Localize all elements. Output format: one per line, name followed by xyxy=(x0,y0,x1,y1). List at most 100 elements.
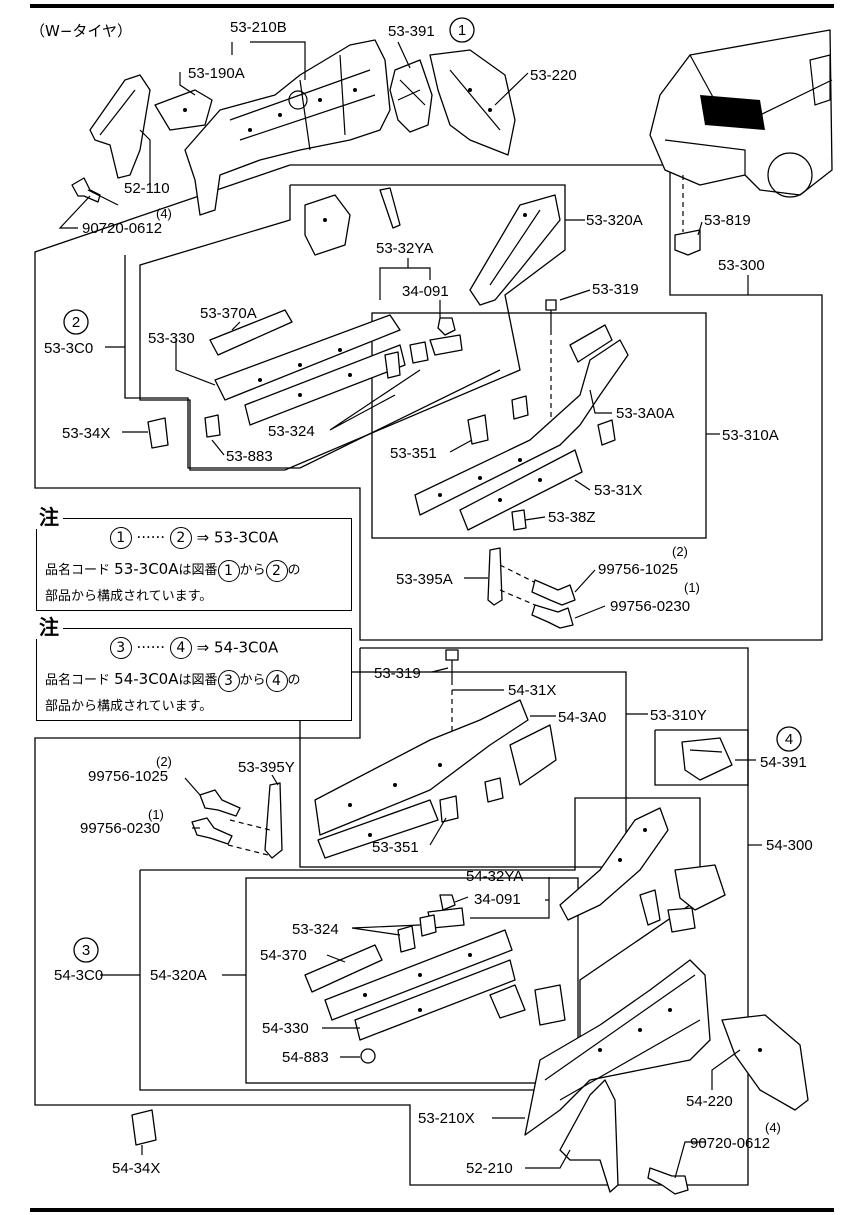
label-54-330: 54-330 xyxy=(262,1020,309,1037)
part-labels: 53-210B 53-190A 53-391 53-220 52-110 (4)… xyxy=(44,19,813,1177)
label-qty-4-lower: (4) xyxy=(765,1120,781,1135)
part-53-210X-drawing xyxy=(524,959,711,1136)
part-53-324-brackets-upper xyxy=(384,341,429,379)
label-90720-0612-upper: 90720-0612 xyxy=(82,220,162,237)
part-52-210-fender xyxy=(559,1079,619,1193)
ref-circle-3-text: 3 xyxy=(82,942,90,959)
part-53-3A0A-drawing xyxy=(569,324,616,446)
part-99756-bolts-upper xyxy=(531,579,576,629)
part-53-330-rail xyxy=(214,314,406,426)
part-54-31X-frame-rail xyxy=(314,699,529,859)
note-1-target: 53-3C0A xyxy=(213,528,279,547)
ref-circle-4 xyxy=(776,726,802,752)
part-53-34X-drawing xyxy=(147,417,169,449)
ref-circle-2-text: 2 xyxy=(72,314,80,331)
note-2-line3: 部品から構成されています。 xyxy=(45,699,213,714)
group-box-53-310A xyxy=(371,312,707,539)
label-53-320A: 53-320A xyxy=(586,212,643,229)
part-54-220-drawing xyxy=(721,1014,809,1111)
van-illustration xyxy=(649,29,833,198)
label-53-330: 53-330 xyxy=(148,330,195,347)
note-2-formula: 3 ······ 4 ⇒ 54-3C0A xyxy=(37,637,351,659)
ref-circle-1-text: 1 xyxy=(458,22,466,39)
group-box-54-391 xyxy=(654,729,749,786)
label-53-220: 53-220 xyxy=(530,67,577,84)
note-2-inline-from-circle: 3 xyxy=(217,669,240,692)
label-53-34X: 53-34X xyxy=(62,425,110,442)
label-53-324-upper: 53-324 xyxy=(268,423,315,440)
note-1-text-c: から xyxy=(239,563,266,578)
note-1-inline-to-circle: 2 xyxy=(265,559,288,582)
part-90720-0612-bolt-lower xyxy=(647,1167,689,1195)
label-53-310A: 53-310A xyxy=(722,427,779,444)
part-53-351-drawing-upper xyxy=(467,395,529,445)
label-53-351-lower: 53-351 xyxy=(372,839,419,856)
leader-lines xyxy=(58,41,762,1179)
label-54-3C0: 54-3C0 xyxy=(54,967,103,984)
note-2-target: 54-3C0A xyxy=(213,638,279,657)
note-2-text-c: から xyxy=(239,673,266,688)
label-53-391: 53-391 xyxy=(388,23,435,40)
label-53-319-lower: 53-319 xyxy=(374,665,421,682)
part-53-320A-rail xyxy=(469,194,561,306)
label-54-34X: 54-34X xyxy=(112,1160,160,1177)
part-54-391-drawing xyxy=(681,737,733,781)
part-54-320A-brackets xyxy=(639,864,726,933)
note-1-text-b: は図番 xyxy=(178,563,218,578)
part-53-38Z-drawing xyxy=(511,509,527,531)
part-54-3A0-drawing xyxy=(484,724,557,803)
part-53-391-drawing xyxy=(389,59,433,133)
label-53-210B: 53-210B xyxy=(230,19,287,36)
label-34-091-upper: 34-091 xyxy=(402,283,449,300)
note-1-text-d: の xyxy=(287,563,301,578)
note-2-code: 54-3C0A xyxy=(114,670,179,688)
group-box-53-310Y xyxy=(299,671,627,868)
part-54-370-drawing xyxy=(304,944,383,993)
ref-circle-3 xyxy=(73,937,99,963)
label-99756-0230-lower: 99756-0230 xyxy=(80,820,160,837)
note-2-dots: ······ xyxy=(136,638,166,657)
part-34-091-nut-upper xyxy=(429,317,463,356)
label-53-31X-upper: 53-31X xyxy=(594,482,642,499)
label-53-370A: 53-370A xyxy=(200,305,257,322)
note-2-from-circle: 3 xyxy=(109,637,132,659)
label-54-31X: 54-31X xyxy=(508,682,556,699)
ref-circle-1 xyxy=(449,17,475,43)
label-34-091-lower: 34-091 xyxy=(474,891,521,908)
label-53-190A: 53-190A xyxy=(188,65,245,82)
label-53-210X: 53-210X xyxy=(418,1110,475,1127)
label-54-370: 54-370 xyxy=(260,947,307,964)
label-53-3A0A: 53-3A0A xyxy=(616,405,674,422)
label-99756-1025-lower: 99756-1025 xyxy=(88,768,168,785)
part-54-3C0-brackets xyxy=(489,984,566,1026)
part-54-34X-drawing xyxy=(131,1109,157,1146)
part-53-370A-drawing xyxy=(209,309,293,356)
label-54-3A0: 54-3A0 xyxy=(558,709,606,726)
group-box-53-320A xyxy=(139,184,566,471)
note-2-text-b: は図番 xyxy=(178,673,218,688)
label-53-3C0: 53-3C0 xyxy=(44,340,93,357)
part-53-324-brackets-lower xyxy=(397,914,437,953)
note-1-text-a: 品名コード xyxy=(45,563,111,578)
label-54-320A: 54-320A xyxy=(150,967,207,984)
diagram-title: （W−タイヤ） xyxy=(30,22,132,40)
label-qty-4-upper: (4) xyxy=(156,206,172,221)
note-1-formula: 1 ······ 2 ⇒ 53-3C0A xyxy=(37,527,351,549)
label-53-310Y: 53-310Y xyxy=(650,707,707,724)
top-border-line xyxy=(30,4,834,8)
label-54-883: 54-883 xyxy=(282,1049,329,1066)
part-54-330-rail xyxy=(324,929,516,1041)
part-53-210B-drawing xyxy=(184,39,391,216)
part-54-883-drawing xyxy=(360,1048,376,1064)
group-box-53-3C0 xyxy=(34,164,823,641)
label-54-220: 54-220 xyxy=(686,1093,733,1110)
part-53-319-bolt-upper xyxy=(545,299,557,420)
label-53-819: 53-819 xyxy=(704,212,751,229)
label-52-110: 52-110 xyxy=(124,180,170,197)
label-53-38Z: 53-38Z xyxy=(548,509,596,526)
